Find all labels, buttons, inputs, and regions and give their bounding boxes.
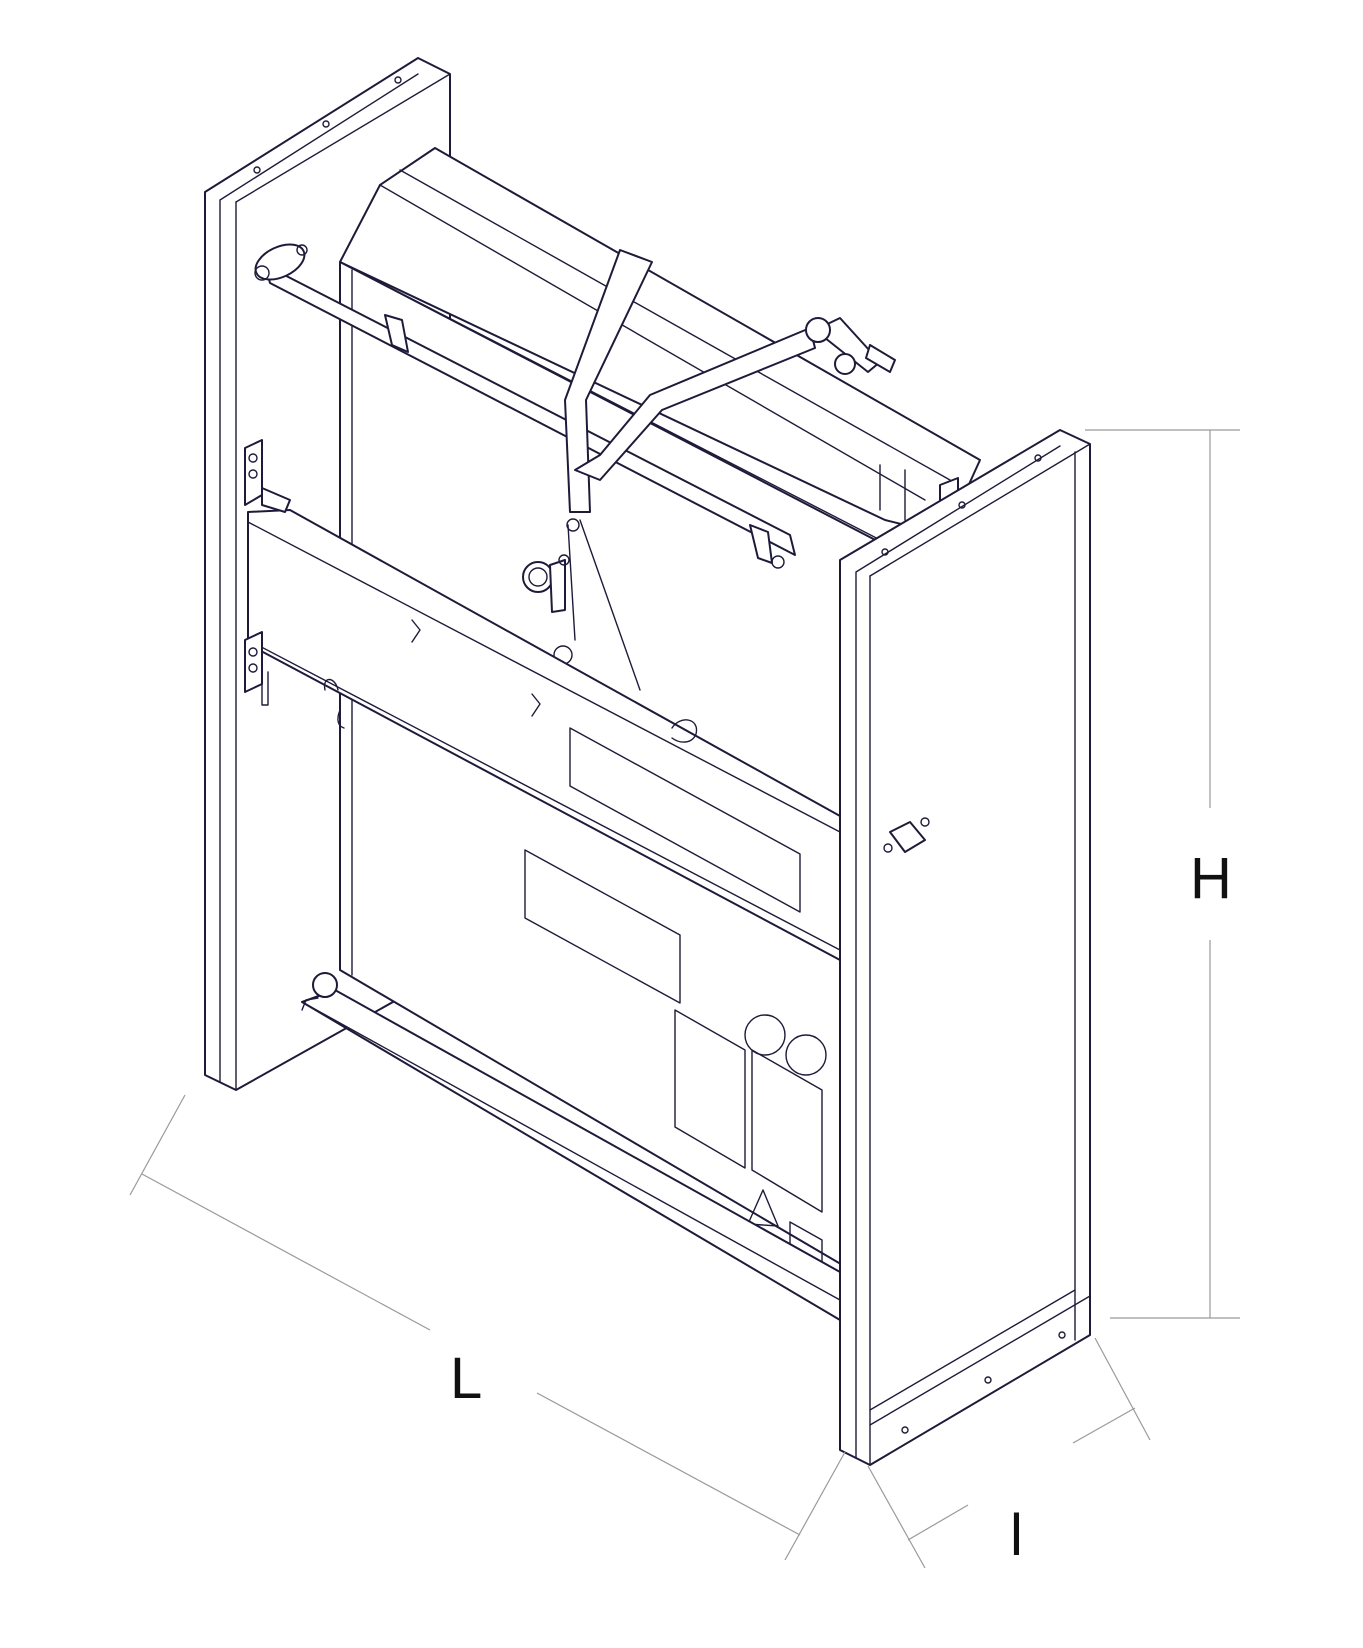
height-label: H — [1190, 846, 1232, 911]
panel-labels — [524, 727, 827, 1269]
dimension-height — [1085, 429, 1240, 1319]
dimension-depth — [867, 1337, 1151, 1569]
tensioner-assembly — [522, 317, 896, 665]
right-end-frame — [839, 429, 1091, 1466]
top-hood — [339, 147, 981, 548]
frame-brackets — [244, 439, 345, 729]
dimension-length — [129, 1094, 846, 1561]
length-label: L — [450, 1346, 482, 1411]
depth-label: l — [1010, 1503, 1023, 1568]
